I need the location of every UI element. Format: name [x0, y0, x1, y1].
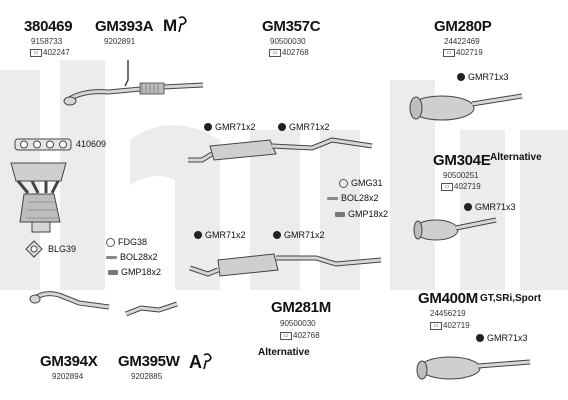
part-number-gm281m: GM281M: [271, 299, 331, 316]
part-code-gm357c: 90500030: [270, 37, 306, 46]
fitting-kit-icon-2: A: [189, 352, 212, 372]
svg-text:M: M: [163, 16, 177, 35]
hardware-label: GMR71x3: [487, 333, 528, 343]
flange-gasket-drawing: [25, 240, 43, 258]
hardware-label: GMR71x3: [475, 202, 516, 212]
hardware-gmr71x3: GMR71x3: [457, 72, 509, 82]
clamp-icon: [273, 231, 281, 239]
hardware-fdg38: FDG38: [106, 237, 147, 247]
hardware-gmp18x2: GMP18x2: [108, 267, 161, 277]
variant-note-gm400m: GT,SRi,Sport: [480, 293, 542, 304]
part-code-gm304e: 90500251: [443, 171, 479, 180]
hardware-label: GMP18x2: [348, 209, 389, 219]
bolt-icon: [327, 196, 338, 200]
oem-ref-gm400m: ▭402719: [430, 321, 470, 330]
part-number-blg39: BLG39: [48, 244, 77, 254]
oem-tag-icon: ▭: [30, 48, 42, 57]
oem-ref-380469: ▭402247: [30, 48, 70, 57]
hardware-gmp18x2: GMP18x2: [335, 209, 388, 219]
hardware-gmr71x2: GMR71x2: [273, 230, 325, 240]
hardware-gmg31: GMG31: [339, 178, 383, 188]
oem-tag-icon: ▭: [441, 182, 453, 191]
rear-silencer-gm400m-drawing: [416, 356, 531, 380]
part-code-gm400m: 24456219: [430, 309, 466, 318]
hardware-gmr71x3: GMR71x3: [476, 333, 528, 343]
oem-value: 402719: [456, 48, 483, 57]
oem-ref-gm357c: ▭402768: [269, 48, 309, 57]
hardware-label: GMR71x2: [215, 122, 256, 132]
part-code-gm393a: 9202891: [104, 37, 136, 46]
mount-icon: [335, 211, 345, 217]
hardware-label: GMR71x2: [284, 230, 325, 240]
clamp-icon: [476, 334, 484, 342]
manifold-gasket-drawing: [14, 138, 72, 151]
part-code-gm280p: 24422469: [444, 37, 480, 46]
catalytic-converter-drawing: [10, 162, 67, 233]
hardware-bol28x2: BOL28x2: [327, 193, 379, 203]
oem-tag-icon: ▭: [269, 48, 281, 57]
oem-value: 402719: [454, 182, 481, 191]
pipe-gm395w-drawing: [125, 301, 178, 317]
part-number-380469: 380469: [24, 18, 73, 35]
front-pipe-drawing: [63, 60, 204, 106]
middle-silencer-gm281m-drawing: [189, 253, 382, 277]
part-number-gm400m: GM400M: [418, 290, 478, 307]
part-number-410609: 410609: [76, 139, 107, 149]
oem-value: 402768: [293, 331, 320, 340]
part-number-gm394x: GM394X: [40, 353, 98, 370]
part-code-gm281m: 90500030: [280, 319, 316, 328]
oem-tag-icon: ▭: [443, 48, 455, 57]
hardware-label: GMR71x2: [205, 230, 246, 240]
part-number-gm304e: GM304E: [433, 152, 491, 169]
hardware-gmr71x2: GMR71x2: [194, 230, 246, 240]
hardware-label: BOL28x2: [120, 252, 158, 262]
gasket-icon: [339, 178, 348, 188]
clamp-icon: [194, 231, 202, 239]
rear-silencer-gm280p-drawing: [409, 93, 523, 121]
part-number-gm280p: GM280P: [434, 18, 492, 35]
hardware-label: GMP18x2: [121, 267, 162, 277]
oem-ref-gm281m: ▭402768: [280, 331, 320, 340]
oem-value: 402247: [43, 48, 70, 57]
hardware-label: GMG31: [351, 178, 383, 188]
bolt-icon: [106, 255, 117, 259]
oem-value: 402719: [443, 321, 470, 330]
clamp-icon: [204, 123, 212, 131]
part-code-gm395w: 9202885: [131, 372, 163, 381]
alternative-note-gm304e: Alternative: [490, 152, 542, 163]
gasket-icon: [106, 237, 115, 247]
hardware-label: GMR71x2: [289, 122, 330, 132]
svg-text:A: A: [189, 352, 202, 372]
part-number-gm393a: GM393A: [95, 18, 154, 35]
part-code-380469: 9158733: [31, 37, 63, 46]
pipe-gm394x-drawing: [29, 291, 110, 310]
hardware-gmr71x3: GMR71x3: [464, 202, 516, 212]
oem-ref-gm280p: ▭402719: [443, 48, 483, 57]
hardware-gmr71x2: GMR71x2: [204, 122, 256, 132]
fitting-kit-icon: M: [163, 16, 187, 35]
hardware-bol28x2: BOL28x2: [106, 252, 158, 262]
clamp-icon: [278, 123, 286, 131]
part-number-gm357c: GM357C: [262, 18, 321, 35]
hardware-label: BOL28x2: [341, 193, 379, 203]
rear-silencer-gm304e-drawing: [413, 217, 497, 241]
hardware-label: FDG38: [118, 237, 148, 247]
oem-tag-icon: ▭: [430, 321, 442, 330]
hardware-gmr71x2: GMR71x2: [278, 122, 330, 132]
oem-value: 402768: [282, 48, 309, 57]
alternative-note-gm281m: Alternative: [258, 347, 310, 358]
part-code-gm394x: 9202894: [52, 372, 84, 381]
part-number-gm395w: GM395W: [118, 353, 180, 370]
oem-tag-icon: ▭: [280, 331, 292, 340]
oem-ref-gm304e: ▭402719: [441, 182, 481, 191]
clamp-icon: [464, 203, 472, 211]
clamp-icon: [457, 73, 465, 81]
middle-silencer-gm357c-drawing: [188, 137, 373, 163]
hardware-label: GMR71x3: [468, 72, 509, 82]
mount-icon: [108, 269, 118, 275]
